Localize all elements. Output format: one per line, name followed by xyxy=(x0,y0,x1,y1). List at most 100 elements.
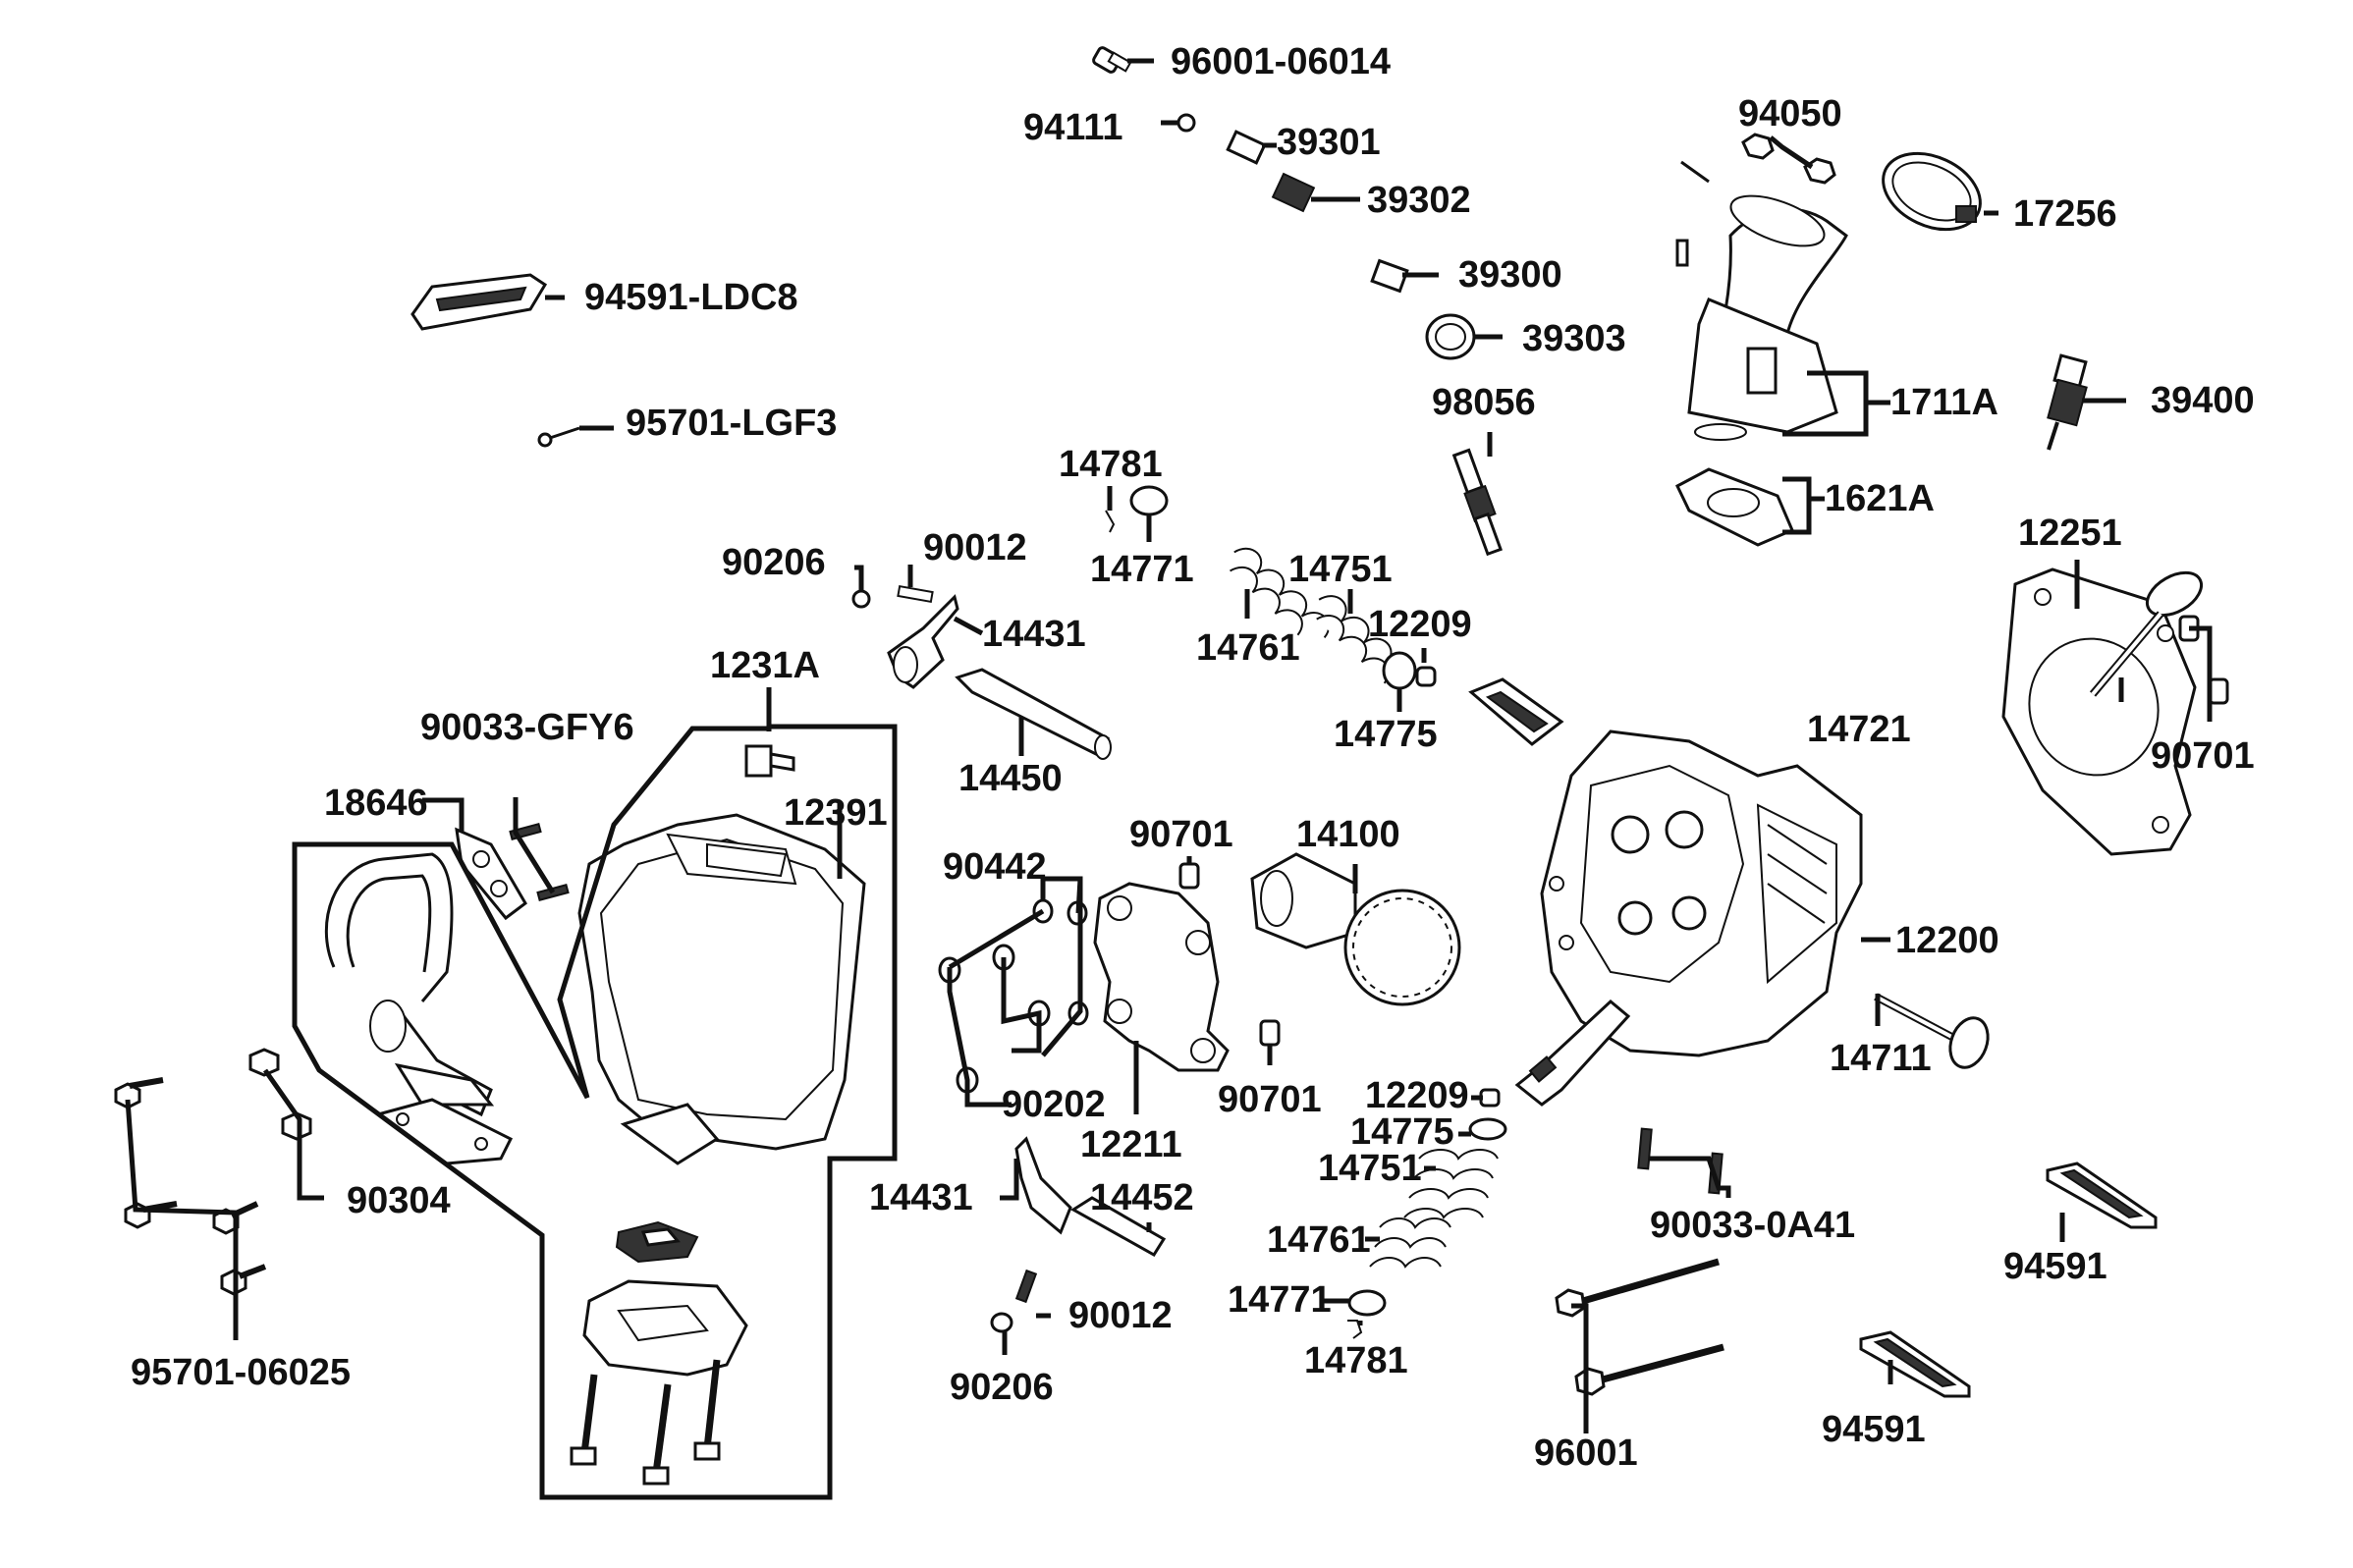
nut-90206-top xyxy=(851,589,871,609)
label-14781-top: 14781 xyxy=(1059,444,1163,485)
label-12209-top: 12209 xyxy=(1368,604,1472,645)
label-90012-top: 90012 xyxy=(923,527,1027,568)
valve-guide-inset xyxy=(1514,1000,1631,1107)
label-18646: 18646 xyxy=(324,783,428,824)
label-90701-mid: 90701 xyxy=(1129,814,1233,855)
shim-94591-b xyxy=(1859,1330,1971,1398)
label-12200: 12200 xyxy=(1895,920,1999,961)
label-90033-gfy6: 90033-GFY6 xyxy=(420,707,634,748)
label-14721: 14721 xyxy=(1807,709,1911,750)
spring-14751-low xyxy=(1403,1149,1499,1219)
seal-12209-low xyxy=(1479,1088,1501,1108)
retainer-14771-top xyxy=(1129,485,1169,516)
shaft-14452 xyxy=(1070,1196,1167,1258)
valve-14711 xyxy=(1874,993,1990,1069)
shim-94591-a xyxy=(2046,1162,2158,1229)
intake-manifold-1711a xyxy=(1675,160,1848,441)
label-14431-low: 14431 xyxy=(869,1177,973,1218)
label-94591-b: 94591 xyxy=(1822,1409,1926,1450)
label-90701-right: 90701 xyxy=(2151,735,2255,777)
nut-90206-low xyxy=(990,1312,1013,1333)
shaft-14450 xyxy=(955,668,1112,760)
camshaft-14100 xyxy=(1250,852,1461,1006)
label-14100: 14100 xyxy=(1296,814,1400,855)
breather-pipe xyxy=(324,852,495,1117)
part-39300 xyxy=(1370,258,1409,294)
rocker-arm-14431-low xyxy=(1014,1136,1072,1235)
label-12211: 12211 xyxy=(1080,1124,1182,1165)
bolt-96001-06014 xyxy=(1092,46,1132,74)
cam-holder-12211 xyxy=(1093,882,1230,1072)
valve-14721 xyxy=(2089,570,2203,697)
sensor-39400 xyxy=(2047,353,2088,451)
dowel-90701-low xyxy=(1259,1019,1281,1047)
label-90012-low: 90012 xyxy=(1068,1295,1173,1336)
gasket-12251 xyxy=(2001,568,2197,856)
cotter-14781-top xyxy=(1105,510,1116,533)
clamp-17256 xyxy=(1882,151,1982,232)
seal-12209-top xyxy=(1415,666,1437,687)
cover-bracket xyxy=(582,1279,748,1377)
label-14775-top: 14775 xyxy=(1334,714,1438,755)
spring-14761-top xyxy=(1230,547,1331,639)
nut-94111 xyxy=(1176,113,1196,133)
label-14452: 14452 xyxy=(1090,1177,1194,1218)
label-90202: 90202 xyxy=(1002,1084,1106,1125)
rocker-arm-14431-top xyxy=(887,594,959,689)
bolt-95701-06025 xyxy=(114,1077,267,1296)
bracket-1621a xyxy=(1782,476,1812,535)
label-14775-low: 14775 xyxy=(1350,1111,1454,1153)
label-96001: 96001 xyxy=(1534,1433,1638,1474)
label-14771-low: 14771 xyxy=(1228,1279,1332,1321)
label-94050: 94050 xyxy=(1738,93,1842,135)
label-94111: 94111 xyxy=(1023,107,1122,148)
label-14431-top: 14431 xyxy=(982,614,1086,655)
label-98056: 98056 xyxy=(1432,382,1536,423)
label-39303: 39303 xyxy=(1522,318,1626,359)
screw-90012-low xyxy=(1014,1269,1038,1304)
cover-bolts xyxy=(570,1359,721,1486)
bracket-90202 xyxy=(947,967,1012,1108)
label-95701-06025: 95701-06025 xyxy=(131,1352,351,1393)
label-90304: 90304 xyxy=(347,1180,451,1221)
spring-14761-low xyxy=(1369,1217,1451,1269)
label-94591-ldc8: 94591-LDC8 xyxy=(584,277,798,318)
label-14711: 14711 xyxy=(1830,1038,1932,1079)
label-90701-low: 90701 xyxy=(1218,1079,1322,1120)
label-90033-0a41: 90033-0A41 xyxy=(1650,1205,1855,1246)
label-1711a: 1711A xyxy=(1890,382,1998,423)
plate-94591-ldc8 xyxy=(410,273,548,331)
label-14751-low: 14751 xyxy=(1318,1148,1422,1189)
label-39300: 39300 xyxy=(1458,254,1562,296)
insulator-1621a xyxy=(1675,467,1794,547)
bolts-96001 xyxy=(1555,1258,1724,1396)
cover-pad xyxy=(615,1220,699,1264)
label-14450: 14450 xyxy=(958,758,1063,799)
cylinder-head-12200 xyxy=(1540,730,1863,1057)
label-90442: 90442 xyxy=(943,846,1047,888)
label-39301: 39301 xyxy=(1277,122,1381,163)
label-12251: 12251 xyxy=(2018,513,2122,554)
spark-plug-98056 xyxy=(1451,448,1503,557)
label-95701-lgf3: 95701-LGF3 xyxy=(626,403,837,444)
screw-90012-top xyxy=(897,584,934,604)
label-12209-low: 12209 xyxy=(1365,1075,1469,1116)
label-90206-low: 90206 xyxy=(950,1367,1054,1408)
guide-plate xyxy=(1468,677,1564,746)
label-14751-top: 14751 xyxy=(1288,549,1393,590)
bolt-95701-lgf3 xyxy=(537,426,580,448)
label-14761-top: 14761 xyxy=(1196,627,1300,669)
label-94591-a: 94591 xyxy=(2003,1246,2107,1287)
label-12391: 12391 xyxy=(784,792,888,834)
label-14771-top: 14771 xyxy=(1090,549,1194,590)
reed-39302 xyxy=(1271,172,1316,213)
dowel-90701-mid xyxy=(1178,862,1200,890)
label-1231a: 1231A xyxy=(710,645,820,686)
label-14761-low: 14761 xyxy=(1267,1219,1371,1261)
nut-94050 xyxy=(1741,133,1836,185)
label-14781-low: 14781 xyxy=(1304,1340,1408,1381)
label-96001-06014: 96001-06014 xyxy=(1171,41,1391,82)
label-39400: 39400 xyxy=(2151,380,2255,421)
head-cover-12391 xyxy=(577,744,866,1165)
